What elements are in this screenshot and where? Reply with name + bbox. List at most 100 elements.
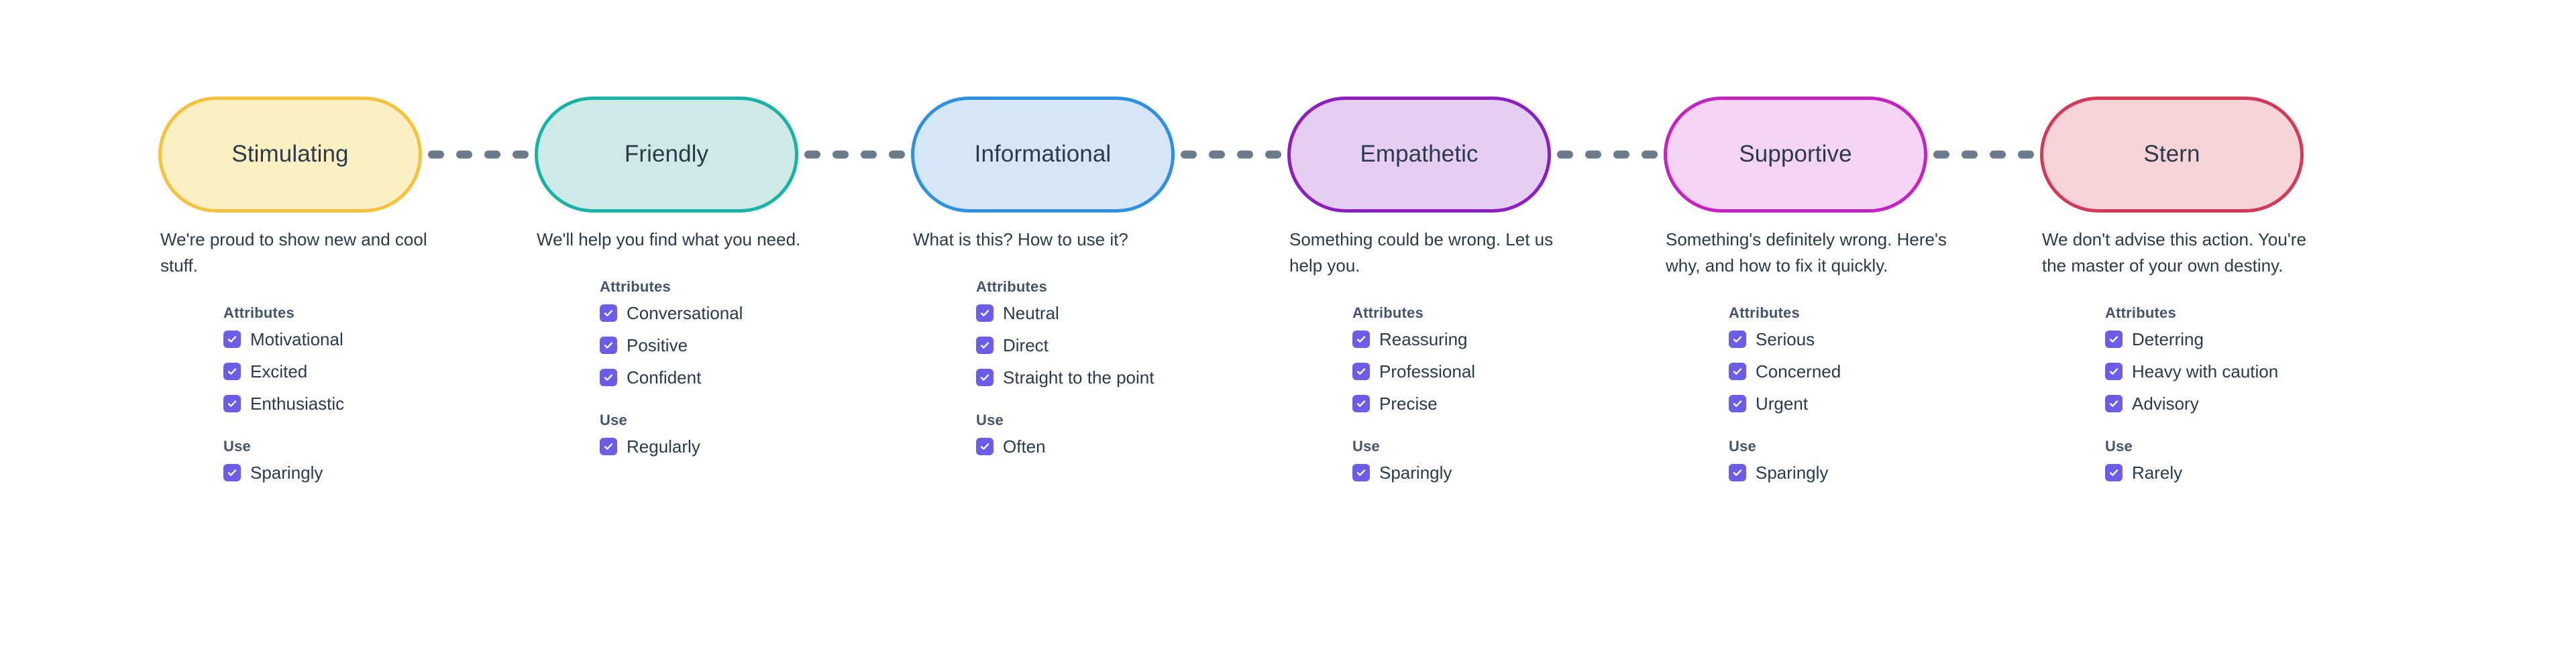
checkbox-row[interactable]: Professional [1352,360,1475,383]
tone-pill-friendly[interactable]: Friendly [535,96,798,213]
check-icon[interactable] [223,331,241,348]
tone-description: Something could be wrong. Let us help yo… [1289,229,1554,276]
check-icon[interactable] [1729,363,1746,380]
checkbox-row[interactable]: Straight to the point [976,366,1154,389]
checkbox-row[interactable]: Excited [223,360,344,383]
use-heading: Use [2105,438,2133,455]
tone-pill-informational[interactable]: Informational [911,96,1175,213]
dash-segment [1990,150,2006,158]
check-icon[interactable] [600,369,617,386]
checkbox-label: Precise [1379,394,1438,414]
checkbox-row[interactable]: Sparingly [223,461,323,484]
tone-description: We'll help you find what you need. [537,229,801,249]
pill-row: Informational [911,94,1287,215]
dash-segment [861,150,877,158]
check-icon[interactable] [223,464,241,481]
attributes-heading: Attributes [1352,304,1424,321]
checkbox-row[interactable]: Advisory [2105,392,2278,415]
checkbox-label: Often [1003,436,1046,457]
check-icon[interactable] [2105,363,2123,380]
checkbox-label: Neutral [1003,303,1059,323]
checkbox-label: Enthusiastic [250,394,345,414]
check-icon[interactable] [223,363,241,380]
check-icon[interactable] [1729,464,1746,481]
dashed-connector-icon [1175,150,1287,159]
checkbox-row[interactable]: Rarely [2105,461,2182,484]
check-icon[interactable] [1352,363,1370,380]
check-icon[interactable] [976,304,994,322]
check-icon[interactable] [223,395,241,412]
checkbox-row[interactable]: Direct [976,334,1154,357]
tone-pill-supportive[interactable]: Supportive [1664,96,1927,213]
checkbox-row[interactable]: Concerned [1729,360,1841,383]
check-icon[interactable] [600,304,617,322]
check-icon[interactable] [2105,395,2123,412]
dash-segment [1585,150,1601,158]
tone-description: We don't advise this action. You're the … [2042,229,2306,276]
checkbox-row[interactable]: Precise [1352,392,1475,415]
checkbox-row[interactable]: Often [976,435,1046,458]
check-icon[interactable] [976,369,994,386]
check-icon[interactable] [976,438,994,455]
checkbox-row[interactable]: Confident [600,366,743,389]
check-icon[interactable] [600,438,617,455]
dash-segment [1237,150,1253,158]
dash-segment [2018,150,2034,158]
checkbox-row[interactable]: Sparingly [1729,461,1828,484]
pill-row: Stern [2040,94,2416,215]
dash-segment [456,150,472,158]
checkbox-row[interactable]: Motivational [223,328,344,351]
check-icon[interactable] [2105,331,2123,348]
check-icon[interactable] [1352,331,1370,348]
checkbox-label: Rarely [2132,463,2183,483]
checkbox-label: Advisory [2132,394,2199,414]
checkbox-row[interactable]: Heavy with caution [2105,360,2278,383]
dash-segment [804,150,820,158]
dash-segment [1642,150,1658,158]
tone-pill-stimulating[interactable]: Stimulating [158,96,422,213]
checkbox-row[interactable]: Regularly [600,435,700,458]
checkbox-row[interactable]: Urgent [1729,392,1841,415]
checkbox-row[interactable]: Serious [1729,328,1841,351]
checkbox-row[interactable]: Neutral [976,302,1154,324]
checkbox-label: Heavy with caution [2132,361,2279,381]
checkbox-label: Confident [627,367,702,388]
check-icon[interactable] [600,337,617,354]
checkbox-row[interactable]: Conversational [600,302,743,324]
tone-pill-stern[interactable]: Stern [2040,96,2304,213]
check-icon[interactable] [1729,331,1746,348]
tone-pill-label: Empathetic [1360,141,1479,167]
tone-pill-label: Stimulating [231,141,349,167]
dash-segment [1962,150,1978,158]
checkbox-label: Sparingly [250,463,323,483]
check-icon[interactable] [1352,395,1370,412]
checkbox-label: Motivational [250,329,343,349]
check-icon[interactable] [1352,464,1370,481]
dash-segment [1613,150,1629,158]
pill-row: Supportive [1664,94,2040,215]
tone-column-stern: Stern We don't advise this action. You're… [2040,94,2416,484]
use-heading: Use [1729,438,1756,455]
checkbox-label: Sparingly [1756,463,1829,483]
checkbox-row[interactable]: Positive [600,334,743,357]
check-icon[interactable] [2105,464,2123,481]
checkbox-row[interactable]: Deterring [2105,328,2278,351]
checkbox-label: Straight to the point [1003,367,1155,388]
dashed-connector-icon [1927,150,2040,159]
checkbox-label: Regularly [627,436,700,457]
checkbox-row[interactable]: Reassuring [1352,328,1475,351]
check-icon[interactable] [976,337,994,354]
checkbox-row[interactable]: Sparingly [1352,461,1452,484]
checkbox-row[interactable]: Enthusiastic [223,392,344,415]
dash-segment [889,150,905,158]
check-icon[interactable] [1729,395,1746,412]
use-heading: Use [223,438,251,455]
dashed-connector-icon [422,150,535,159]
attributes-heading: Attributes [2105,304,2176,321]
checkbox-label: Serious [1756,329,1815,349]
tone-description: We're proud to show new and cool stuff. [160,229,427,276]
tone-pill-empathetic[interactable]: Empathetic [1287,96,1551,213]
